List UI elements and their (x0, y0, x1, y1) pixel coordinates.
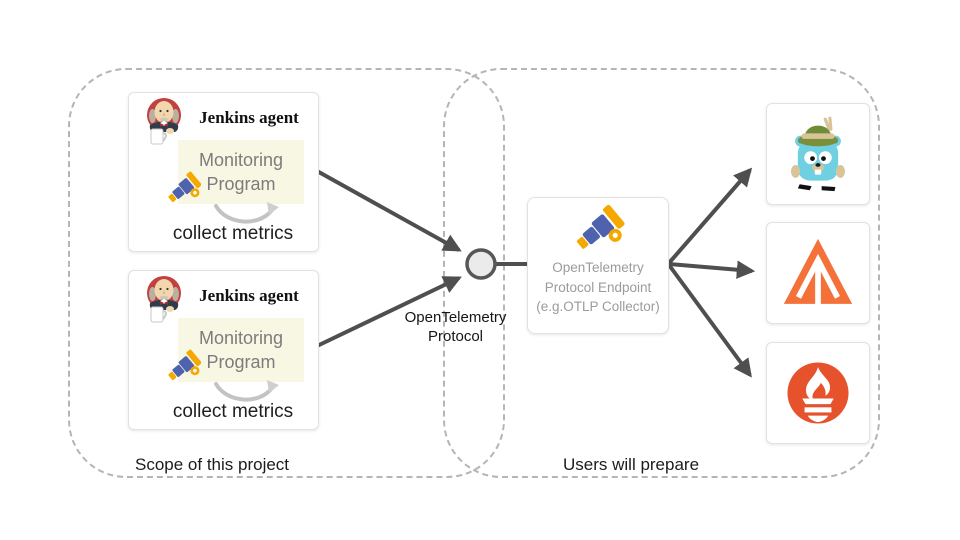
prometheus-torch-icon (787, 362, 849, 424)
otel-telescope-icon (168, 349, 201, 381)
agent-title: Jenkins agent (199, 286, 299, 305)
backend-card-zipkin (766, 222, 870, 324)
jaeger-gopher-icon (790, 116, 846, 192)
jenkins-agent-card-2: Jenkins agent Monitoring Program collect… (128, 270, 319, 430)
otlp-protocol-label: OpenTelemetry Protocol (404, 309, 507, 345)
monitoring-program-box: Monitoring Program (178, 318, 304, 382)
jenkins-mascot-icon (147, 276, 181, 323)
backend-card-jaeger (766, 103, 870, 205)
agent-caption: collect metrics (172, 223, 294, 244)
cycle-arrow-icon (214, 380, 279, 402)
users-group-outline (443, 68, 880, 478)
otlp-endpoint-card: OpenTelemetry Protocol Endpoint (e.g.OTL… (527, 197, 669, 334)
agent-caption: collect metrics (172, 401, 294, 422)
users-group-label: Users will prepare (563, 455, 700, 474)
cycle-arrow-icon (214, 202, 279, 224)
agent-title: Jenkins agent (199, 108, 299, 127)
scope-group-outline (68, 68, 505, 478)
backend-card-prometheus (766, 342, 870, 444)
jenkins-mascot-icon (147, 98, 181, 145)
otel-telescope-icon (168, 171, 201, 203)
zipkin-kite-icon (783, 238, 853, 312)
otlp-endpoint-label: OpenTelemetry Protocol Endpoint (e.g.OTL… (536, 260, 660, 315)
scope-group-label: Scope of this project (135, 455, 290, 474)
monitoring-program-box: Monitoring Program (178, 140, 304, 204)
jenkins-agent-card-1: Jenkins agent Monitoring Program collect… (128, 92, 319, 252)
otel-telescope-icon (576, 204, 625, 249)
